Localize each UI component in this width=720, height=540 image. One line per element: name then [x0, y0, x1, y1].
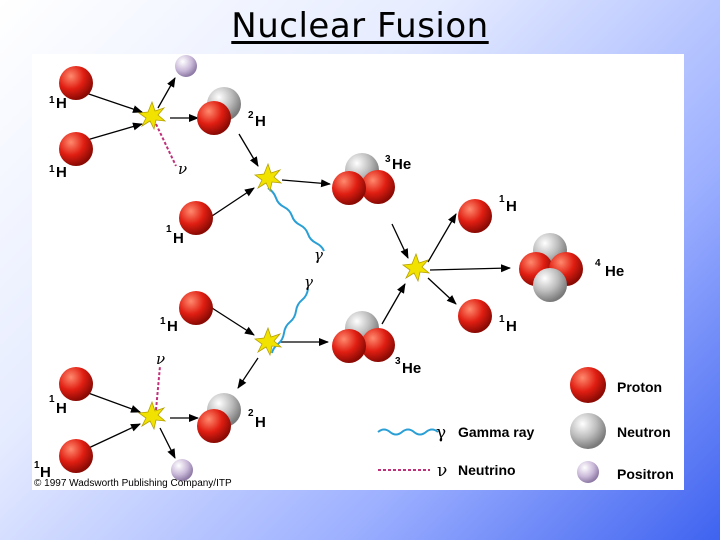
- legend-positron-icon: [577, 461, 599, 483]
- label-mass: 3: [385, 154, 391, 165]
- label-neutrino: ν: [178, 160, 187, 178]
- label-mass: 2: [248, 110, 254, 121]
- label-deuterium: H: [255, 414, 266, 431]
- legend-neutrino-label: Neutrino: [458, 462, 516, 478]
- reaction-flashes: [137, 100, 431, 431]
- label-mass: 1: [34, 460, 40, 471]
- label-helium4: He: [605, 263, 624, 280]
- label-mass: 1: [499, 314, 505, 325]
- legend-gamma-label: Gamma ray: [458, 424, 534, 440]
- legend-proton-icon: [570, 367, 606, 403]
- legend-gamma-line: [377, 428, 439, 436]
- proton: [59, 132, 93, 166]
- arrow: [159, 427, 176, 459]
- label-h: H: [56, 164, 67, 181]
- arrow: [391, 223, 409, 259]
- arrow: [211, 307, 255, 336]
- arrow: [427, 277, 457, 305]
- proton: [179, 291, 213, 325]
- proton: [458, 299, 492, 333]
- copyright-notice: © 1997 Wadsworth Publishing Company/ITP: [34, 478, 232, 489]
- neutron: [533, 268, 567, 302]
- label-mass: 4: [595, 258, 601, 269]
- neutrino-paths: [155, 123, 177, 411]
- flash-icon: [253, 162, 283, 193]
- arrow: [79, 90, 143, 113]
- label-h: H: [506, 198, 517, 215]
- proton: [361, 170, 395, 204]
- positron: [171, 459, 193, 481]
- label-mass: 1: [499, 194, 505, 205]
- proton: [197, 101, 231, 135]
- label-h: H: [40, 464, 51, 481]
- proton: [197, 409, 231, 443]
- flash-icon: [401, 252, 431, 283]
- label-gamma: γ: [314, 246, 323, 264]
- legend-proton-label: Proton: [617, 379, 662, 395]
- label-deuterium: H: [255, 113, 266, 130]
- proton: [458, 199, 492, 233]
- arrow: [427, 213, 457, 263]
- proton: [361, 328, 395, 362]
- label-h: H: [506, 318, 517, 335]
- proton: [332, 329, 366, 363]
- neutrino-path: [155, 365, 161, 411]
- arrow: [381, 283, 406, 325]
- label-mass: 1: [49, 95, 55, 106]
- label-mass: 1: [166, 224, 172, 235]
- arrow: [157, 77, 176, 109]
- diagram-panel: 1 H 1 H 2 H ν 3 He 1 H γ γ 1 H 4 He 1 H …: [32, 54, 684, 490]
- isotope-labels: 1 H 1 H 2 H ν 3 He 1 H γ γ 1 H 4 He 1 H …: [34, 95, 624, 481]
- label-mass: 1: [49, 394, 55, 405]
- proton: [179, 201, 213, 235]
- legend: γ Gamma ray ν Neutrino Proton Neutron Po…: [377, 367, 674, 483]
- label-h: H: [167, 318, 178, 335]
- label-h: H: [56, 400, 67, 417]
- label-mass: 2: [248, 408, 254, 419]
- arrow: [429, 264, 511, 273]
- reaction-arrows: [79, 77, 511, 459]
- arrow: [238, 133, 259, 167]
- label-mass: 1: [160, 316, 166, 327]
- flash-icon: [253, 326, 283, 357]
- arrow: [281, 179, 331, 188]
- legend-positron-label: Positron: [617, 466, 674, 482]
- legend-gamma-symbol: γ: [436, 423, 446, 443]
- label-mass: 3: [395, 356, 401, 367]
- proton: [59, 66, 93, 100]
- flash-icon: [137, 100, 167, 131]
- proton: [59, 439, 93, 473]
- page-title: Nuclear Fusion: [231, 6, 489, 46]
- fusion-diagram: 1 H 1 H 2 H ν 3 He 1 H γ γ 1 H 4 He 1 H …: [34, 55, 674, 483]
- proton: [59, 367, 93, 401]
- arrow: [237, 357, 259, 389]
- label-helium3: He: [402, 360, 421, 377]
- flash-icon: [137, 400, 167, 431]
- particles: [59, 55, 583, 481]
- neutrino-path: [155, 123, 177, 167]
- arrow: [79, 389, 141, 413]
- label-mass: 1: [49, 164, 55, 175]
- gamma-paths: [267, 187, 325, 354]
- legend-neutron-icon: [570, 413, 606, 449]
- arrow: [211, 187, 255, 217]
- label-helium3: He: [392, 156, 411, 173]
- label-neutrino: ν: [156, 350, 165, 368]
- label-gamma: γ: [304, 273, 313, 291]
- label-h: H: [173, 230, 184, 247]
- legend-neutron-label: Neutron: [617, 424, 671, 440]
- proton: [332, 171, 366, 205]
- gamma-path: [267, 187, 325, 252]
- positron: [175, 55, 197, 77]
- arrow: [79, 122, 143, 143]
- legend-neutrino-symbol: ν: [437, 461, 447, 481]
- label-h: H: [56, 95, 67, 112]
